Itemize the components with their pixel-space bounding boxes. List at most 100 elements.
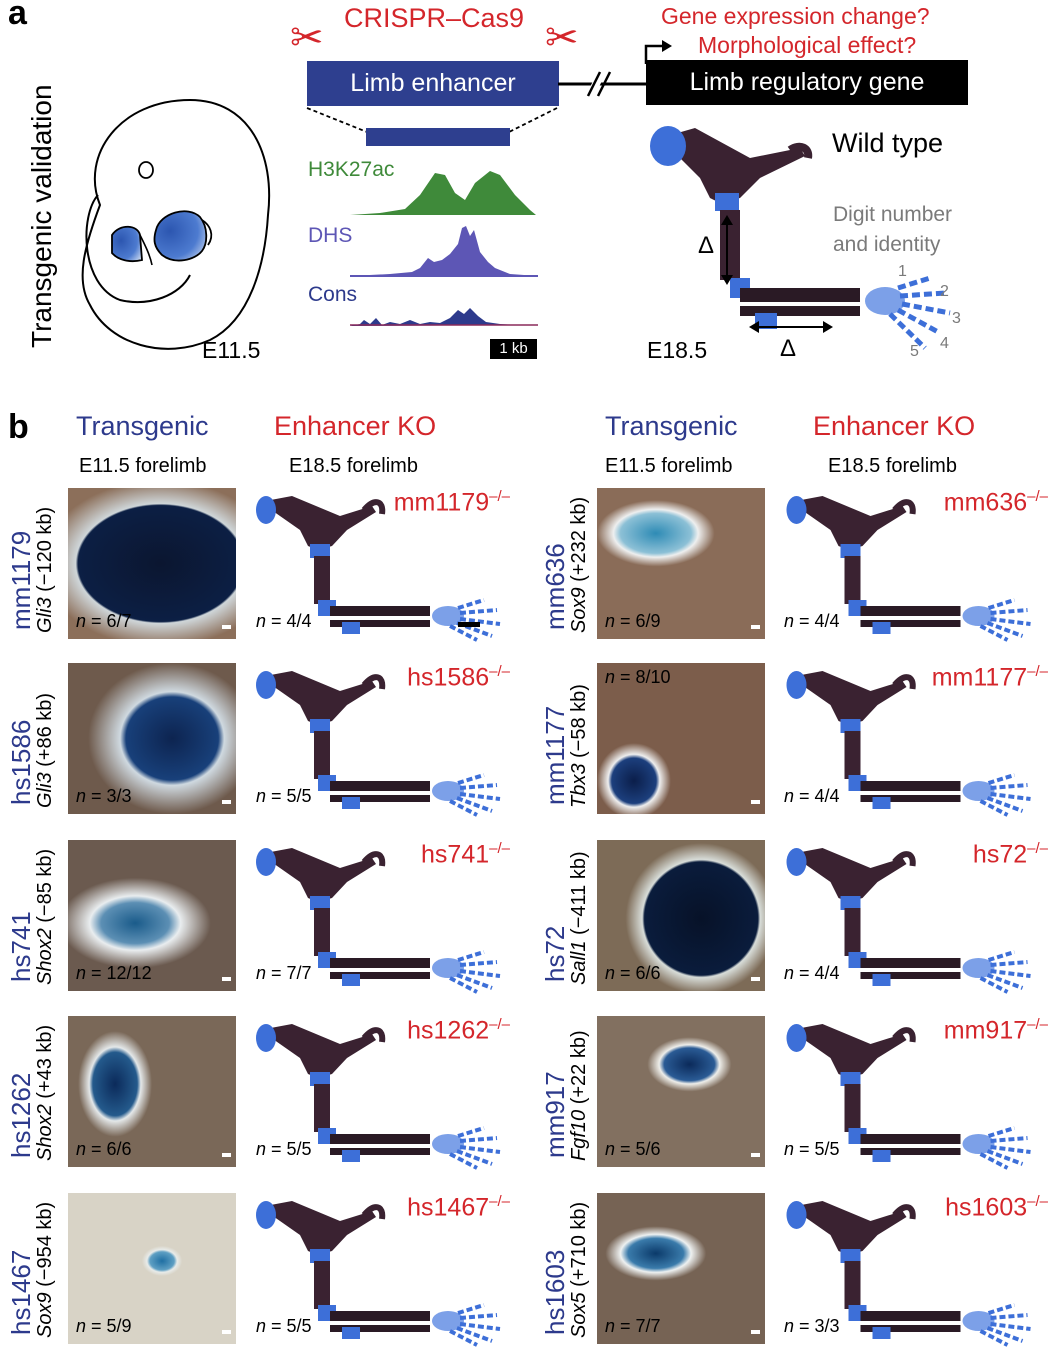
tss-arrow-icon xyxy=(644,40,672,64)
transgenic-n-label: n = 6/9 xyxy=(605,611,661,631)
enhancer-id-label: hs1262 xyxy=(6,1072,36,1158)
gene-distance-label: Fgf10 (+22 kb) xyxy=(568,1030,591,1161)
track-label-cons: Cons xyxy=(308,283,358,306)
ko-skeleton xyxy=(252,1016,512,1171)
enhancer-id-label: hs1586 xyxy=(6,719,36,805)
distance: (−85 kb) xyxy=(34,848,56,929)
enhancer-id-label: mm636 xyxy=(540,543,570,630)
wild-type-skeleton xyxy=(650,126,951,350)
transgenic-forelimb-image xyxy=(68,1016,236,1167)
ko-n-label: n = 5/5 xyxy=(256,1139,312,1159)
transgenic-forelimb-image xyxy=(597,840,765,991)
distance: (+710 kb) xyxy=(568,1201,590,1293)
transgenic-n-label: n = 7/7 xyxy=(605,1316,661,1336)
gene-name: Gli3 xyxy=(34,772,56,808)
transgenic-n-label: n = 5/6 xyxy=(605,1139,661,1159)
knockout-label: hs1467–/– xyxy=(407,1193,510,1222)
ko-skeleton-image xyxy=(256,1201,501,1347)
knockout-label: mm636–/– xyxy=(943,488,1048,517)
ko-skeleton xyxy=(252,488,512,643)
transgenic-n-label: n = 3/3 xyxy=(76,786,132,806)
ko-skeleton xyxy=(252,1193,512,1348)
digit-label-2: 2 xyxy=(940,283,949,300)
ko-skeleton xyxy=(780,840,1045,995)
enhancer-id-label: mm917 xyxy=(540,1071,570,1158)
ko-n-label: n = 4/4 xyxy=(784,611,840,631)
ko-skeleton-image xyxy=(786,671,1031,817)
knockout-label: mm1177–/– xyxy=(931,663,1048,692)
scale-bar xyxy=(222,977,231,981)
ko-skeleton xyxy=(780,1193,1045,1348)
scale-bar xyxy=(751,625,760,629)
ko-skeleton-image xyxy=(256,1024,501,1170)
ko-n-label: n = 4/4 xyxy=(784,963,840,983)
header-e115-right: E11.5 forelimb xyxy=(605,455,733,477)
gene-name: Shox2 xyxy=(34,928,56,985)
transgenic-n-label: n = 6/6 xyxy=(605,963,661,983)
header-transgenic-right: Transgenic xyxy=(605,411,738,441)
ko-n-label: n = 4/4 xyxy=(784,786,840,806)
enhancer-id-label: mm1179 xyxy=(6,530,36,630)
ko-n-label: n = 5/5 xyxy=(256,786,312,806)
knockout-label: mm917–/– xyxy=(943,1016,1048,1045)
distance: (−120 kb) xyxy=(34,506,56,598)
scissors-icon: ✂ xyxy=(290,16,324,60)
scale-bar xyxy=(751,977,760,981)
distance: (−954 kb) xyxy=(34,1201,56,1293)
question-morphology: Morphological effect? xyxy=(698,32,917,58)
header-enhancer-ko-left: Enhancer KO xyxy=(274,411,437,441)
scale-bar xyxy=(222,1153,231,1157)
scale-bar xyxy=(222,625,231,629)
digit-label-5: 5 xyxy=(910,343,919,360)
transgenic-n-label: n = 12/12 xyxy=(76,963,152,983)
scissors-icon: ✂ xyxy=(545,16,579,60)
enhancer-id-label: hs1467 xyxy=(6,1249,36,1335)
gene-name: Tbx3 xyxy=(568,763,590,808)
crispr-cas9-label: CRISPR–Cas9 xyxy=(344,3,525,33)
gene-name: Sox9 xyxy=(34,1292,56,1338)
distance: (+232 kb) xyxy=(568,496,590,588)
gene-distance-label: Gli3 (+86 kb) xyxy=(34,693,57,808)
enhancer-zoom-bar xyxy=(366,128,510,146)
distance: (+86 kb) xyxy=(34,692,56,773)
enhancer-id-label: hs1603 xyxy=(540,1249,570,1335)
knockout-label: hs1603–/– xyxy=(945,1193,1048,1222)
gene-distance-label: Sox5 (+710 kb) xyxy=(568,1202,591,1338)
ko-n-label: n = 4/4 xyxy=(256,611,312,631)
ko-skeleton xyxy=(780,1016,1045,1171)
track-label-h3k27ac: H3K27ac xyxy=(308,158,395,181)
ko-skeleton-image xyxy=(256,496,501,642)
wild-type-label: Wild type xyxy=(832,128,944,158)
gene-distance-label: Sox9 (+232 kb) xyxy=(568,497,591,633)
limb-regulatory-gene-box: Limb regulatory gene xyxy=(646,60,968,105)
transgenic-forelimb-image xyxy=(68,488,236,639)
ko-skeleton-image xyxy=(786,496,1031,642)
panel-a-letter: a xyxy=(8,0,27,32)
ko-skeleton-image xyxy=(786,1024,1031,1170)
delta-arrows xyxy=(721,215,833,333)
transgenic-n-label: n = 6/6 xyxy=(76,1139,132,1159)
question-expression: Gene expression change? xyxy=(661,3,930,29)
ko-skeleton-image xyxy=(786,1201,1031,1347)
scale-bar xyxy=(751,1330,760,1334)
ko-n-label: n = 7/7 xyxy=(256,963,312,983)
gene-distance-label: Shox2 (−85 kb) xyxy=(34,849,57,985)
scale-bar-1kb: 1 kb xyxy=(490,339,537,359)
limb-enhancer-box: Limb enhancer xyxy=(307,61,559,106)
distance: (+43 kb) xyxy=(34,1024,56,1105)
gene-name: Gli3 xyxy=(34,597,56,633)
scale-bar xyxy=(222,800,231,804)
digit-label-1: 1 xyxy=(898,263,907,280)
distance: (−58 kb) xyxy=(568,684,590,764)
transgenic-forelimb-image xyxy=(597,1193,765,1344)
gene-name: Fgf10 xyxy=(568,1109,590,1161)
enhancer-id-label: hs72 xyxy=(540,925,570,982)
distance: (−411 kb) xyxy=(568,851,590,941)
transgenic-forelimb-image xyxy=(68,1193,236,1344)
ko-skeleton-image xyxy=(256,848,501,994)
gene-distance-label: Sall1 (−411 kb) xyxy=(568,851,591,985)
gene-name: Sall1 xyxy=(568,940,590,985)
gene-name: Shox2 xyxy=(34,1104,56,1161)
transgenic-validation-label: Transgenic validation xyxy=(26,84,57,348)
embryo-illustration xyxy=(81,98,271,350)
